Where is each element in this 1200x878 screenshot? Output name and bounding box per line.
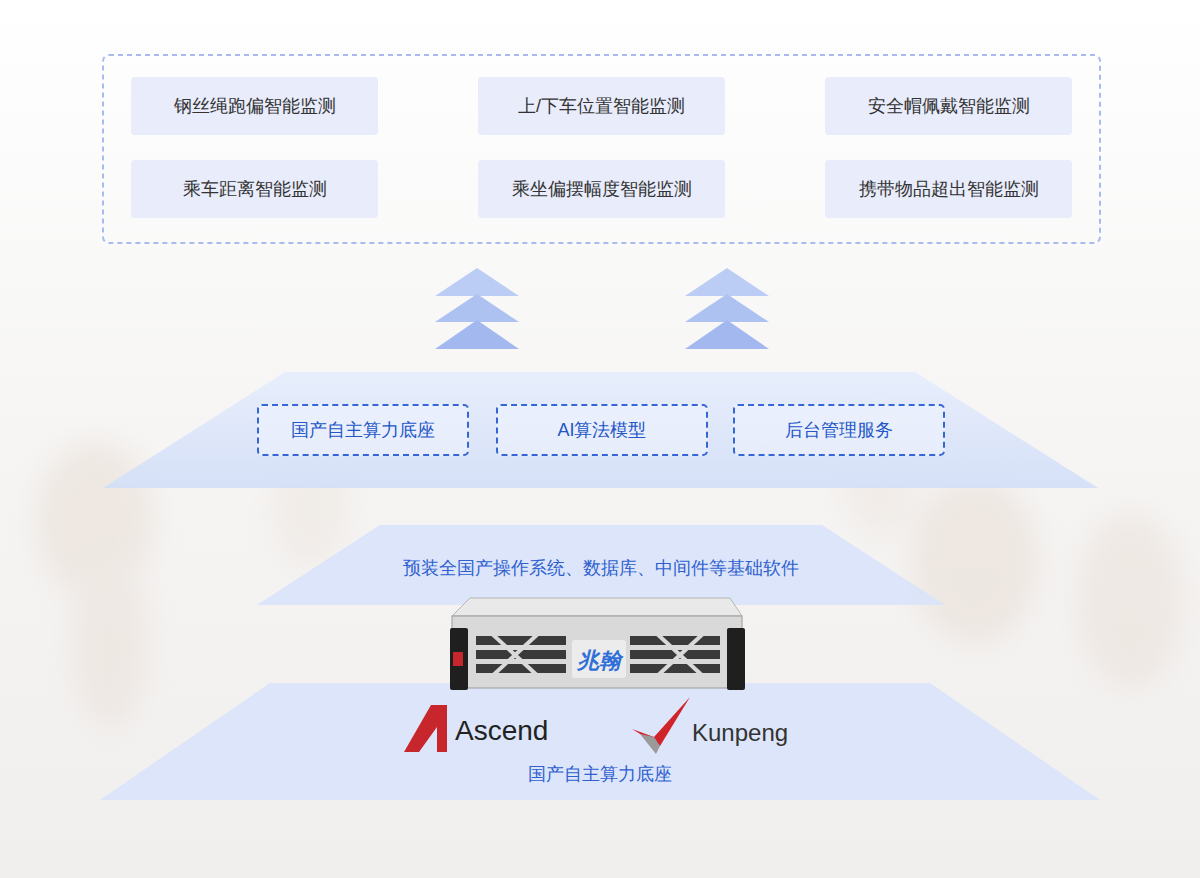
server-brand: 兆翰 (577, 650, 621, 672)
box-label: 安全帽佩戴智能监测 (868, 94, 1030, 118)
box-label: 钢丝绳跑偏智能监测 (174, 94, 336, 118)
box-label: 国产自主算力底座 (291, 418, 435, 442)
box-label: 后台管理服务 (785, 418, 893, 442)
box-label: 携带物品超出智能监测 (859, 177, 1039, 201)
monitor-box: 上/下车位置智能监测 (478, 77, 725, 135)
layer-band: 预装全国产操作系统、数据库、中间件等基础软件 (257, 525, 945, 605)
up-chevrons (435, 268, 769, 349)
band-trapezoid (100, 683, 1100, 800)
layer-text: Kunpeng (692, 719, 788, 748)
monitor-box: 安全帽佩戴智能监测 (825, 77, 1072, 135)
service-box: AI算法模型 (496, 404, 708, 456)
layer-text: 预装全国产操作系统、数据库、中间件等基础软件 (403, 558, 799, 580)
service-box: 后台管理服务 (733, 404, 945, 456)
layer-text: Ascend (455, 714, 548, 748)
monitor-box: 乘坐偏摆幅度智能监测 (478, 160, 725, 218)
box-label: 上/下车位置智能监测 (518, 94, 685, 118)
box-label: 乘坐偏摆幅度智能监测 (512, 177, 692, 201)
monitor-box: 乘车距离智能监测 (131, 160, 378, 218)
band-platform (103, 372, 1098, 488)
monitor-box: 钢丝绳跑偏智能监测 (131, 77, 378, 135)
box-label: AI算法模型 (557, 418, 646, 442)
box-label: 乘车距离智能监测 (183, 177, 327, 201)
server-illustration (450, 598, 745, 690)
service-box: 国产自主算力底座 (257, 404, 469, 456)
layer-text: 国产自主算力底座 (528, 764, 672, 786)
band-trapezoid (257, 525, 945, 605)
layer-band: Ascend Kunpeng 国产自主算力底座 (100, 683, 1100, 800)
ascend-logo (404, 705, 447, 752)
monitor-box: 携带物品超出智能监测 (825, 160, 1072, 218)
kunpeng-logo (632, 697, 690, 754)
dashed-container (103, 55, 1100, 243)
